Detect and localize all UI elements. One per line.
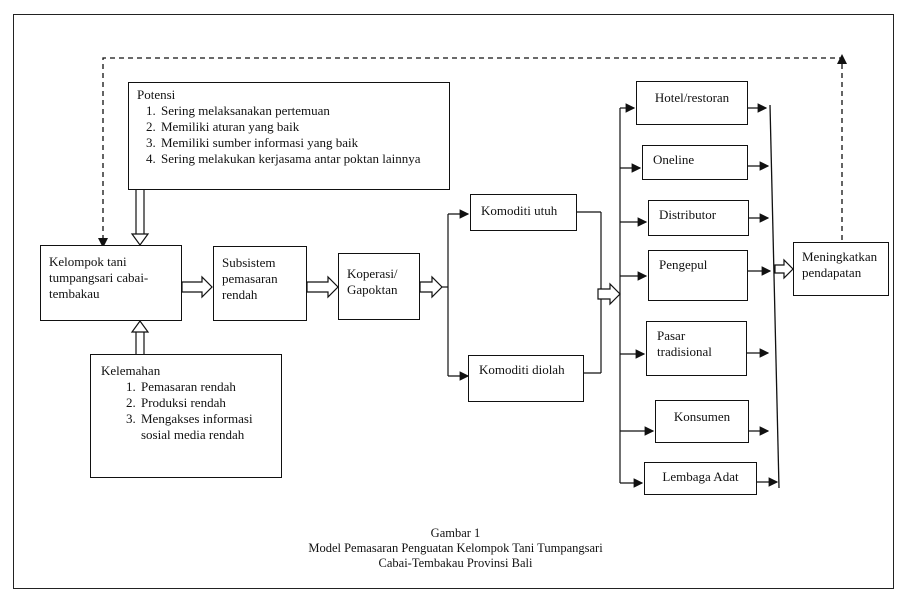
komoditi-diolah-box: Komoditi diolah	[468, 355, 584, 402]
kelemahan-item: Mengakses informasi sosial media rendah	[139, 411, 271, 443]
outlet-pasar-label: Pasar tradisional	[657, 328, 712, 359]
figure-frame	[13, 14, 894, 589]
outlet-lembaga-box: Lembaga Adat	[644, 462, 757, 495]
outlet-distributor-box: Distributor	[648, 200, 749, 236]
koperasi-box: Koperasi/ Gapoktan	[338, 253, 420, 320]
kelompok-label: Kelompok tani tumpangsari cabai-tembakau	[49, 254, 149, 301]
caption-line-1: Gambar 1	[430, 526, 481, 540]
outlet-hotel-label: Hotel/restoran	[654, 90, 730, 105]
caption-line-2: Model Pemasaran Penguatan Kelompok Tani …	[308, 541, 603, 555]
potensi-item: Sering melakukan kerjasama antar poktan …	[159, 151, 441, 167]
outlet-lembaga-label: Lembaga Adat	[662, 469, 739, 484]
kelompok-box: Kelompok tani tumpangsari cabai-tembakau	[40, 245, 182, 321]
result-box: Meningkatkan pendapatan	[793, 242, 889, 296]
kelemahan-box: Kelemahan Pemasaran rendah Produksi rend…	[90, 354, 282, 478]
kelemahan-item: Pemasaran rendah	[139, 379, 271, 395]
outlet-konsumen-label: Konsumen	[673, 409, 731, 424]
kelemahan-item: Produksi rendah	[139, 395, 271, 411]
outlet-hotel-box: Hotel/restoran	[636, 81, 748, 125]
kelemahan-title: Kelemahan	[101, 363, 161, 378]
subsistem-box: Subsistem pemasaran rendah	[213, 246, 307, 321]
outlet-pengepul-label: Pengepul	[659, 257, 708, 272]
result-label: Meningkatkan pendapatan	[802, 249, 878, 280]
potensi-list: Sering melaksanakan pertemuan Memiliki a…	[137, 103, 441, 167]
potensi-box: Potensi Sering melaksanakan pertemuan Me…	[128, 82, 450, 190]
potensi-item: Sering melaksanakan pertemuan	[159, 103, 441, 119]
outlet-pasar-box: Pasar tradisional	[646, 321, 747, 376]
outlet-konsumen-box: Konsumen	[655, 400, 749, 443]
outlet-online-box: Oneline	[642, 145, 748, 180]
outlet-distributor-label: Distributor	[659, 207, 717, 222]
caption-line-3: Cabai-Tembakau Provinsi Bali	[378, 556, 533, 570]
potensi-item: Memiliki aturan yang baik	[159, 119, 441, 135]
figure-caption: Gambar 1 Model Pemasaran Penguatan Kelom…	[0, 526, 911, 571]
potensi-title: Potensi	[137, 87, 176, 102]
subsistem-label: Subsistem pemasaran rendah	[222, 255, 278, 302]
kelemahan-list: Pemasaran rendah Produksi rendah Mengaks…	[101, 379, 271, 443]
komoditi-utuh-box: Komoditi utuh	[470, 194, 577, 231]
komoditi-diolah-label: Komoditi diolah	[479, 362, 565, 377]
koperasi-label: Koperasi/ Gapoktan	[347, 266, 398, 297]
potensi-item: Memiliki sumber informasi yang baik	[159, 135, 441, 151]
outlet-pengepul-box: Pengepul	[648, 250, 748, 301]
komoditi-utuh-label: Komoditi utuh	[481, 203, 558, 218]
outlet-online-label: Oneline	[653, 152, 695, 167]
